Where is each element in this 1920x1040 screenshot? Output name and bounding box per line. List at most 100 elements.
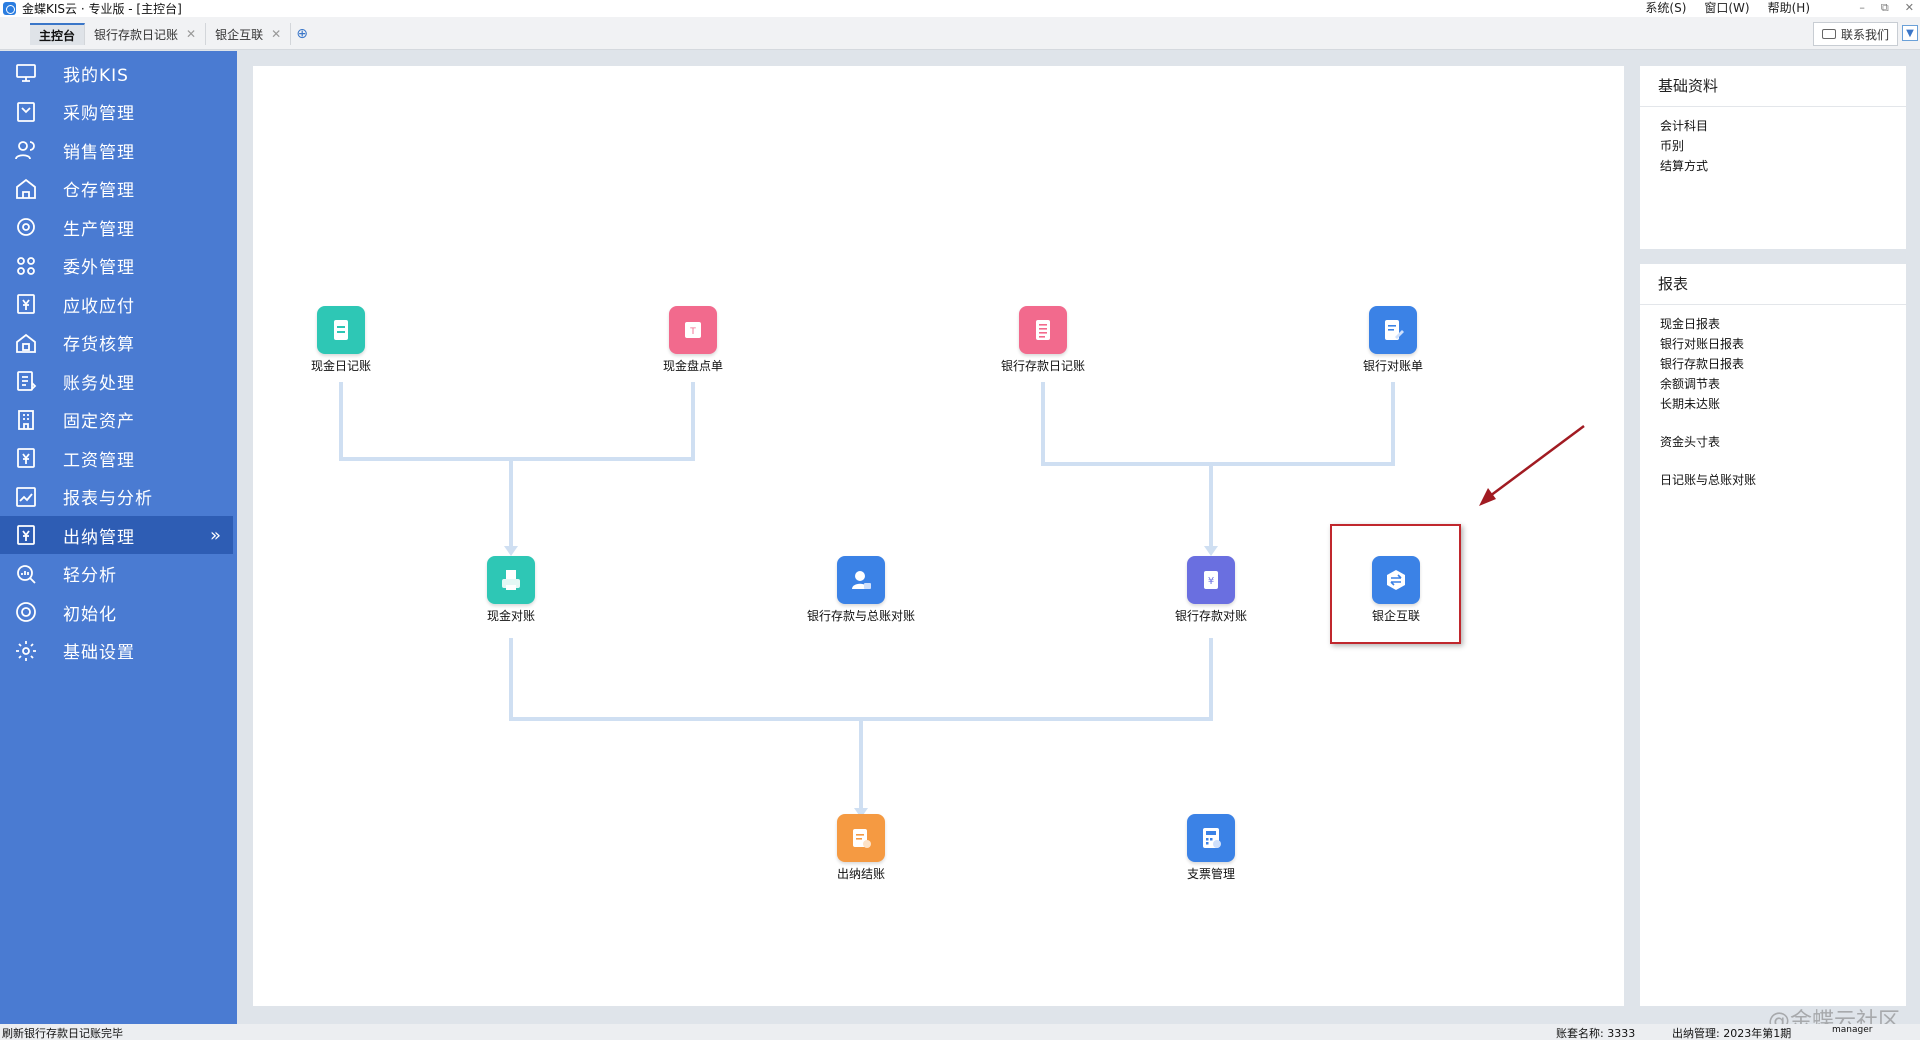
sidebar-item-4[interactable]: 生产管理: [0, 208, 237, 246]
close-tab-icon[interactable]: ✕: [186, 27, 197, 41]
link-balance-adjust[interactable]: 余额调节表: [1660, 377, 1721, 391]
section-title: 报表: [1640, 264, 1906, 305]
sidebar-item-label: 采购管理: [63, 104, 135, 124]
sidebar-item-13[interactable]: 轻分析: [0, 555, 237, 593]
production-icon: [13, 214, 39, 240]
sidebar-item-0[interactable]: 我的KIS: [0, 54, 237, 92]
node-cash-journal[interactable]: 现金日记账: [266, 306, 416, 374]
warehouse-icon: [13, 176, 39, 202]
link-currency[interactable]: 币别: [1660, 139, 1685, 153]
sidebar-item-8[interactable]: 账务处理: [0, 362, 237, 400]
node-label: 银行存款与总账对账: [806, 609, 915, 623]
tab-console[interactable]: 主控台: [30, 23, 86, 45]
tab-bank-journal[interactable]: 银行存款日记账 ✕: [85, 23, 207, 45]
link-accounts[interactable]: 会计科目: [1660, 119, 1709, 133]
sidebar-item-label: 应收应付: [63, 296, 135, 317]
node-cashier-close[interactable]: 出纳结账: [786, 814, 936, 882]
sidebar-item-label: 存货核算: [63, 335, 135, 355]
node-bank-journal[interactable]: 银行存款日记账: [968, 306, 1118, 374]
sidebar-item-6[interactable]: 应收应付: [0, 285, 237, 323]
link-fund-position[interactable]: 资金头寸表: [1660, 435, 1721, 449]
minimize-button[interactable]: –: [1859, 1, 1865, 14]
ledger-icon: [13, 368, 39, 394]
link-journal-gl-reconcile[interactable]: 日记账与总账对账: [1660, 473, 1757, 487]
notebook-icon: [1019, 306, 1067, 354]
node-bank-statement[interactable]: 银行对账单: [1318, 306, 1468, 374]
sidebar-item-label: 工资管理: [63, 450, 135, 471]
chat-icon: [1821, 29, 1836, 39]
link-bank-deposit-daily[interactable]: 银行存款日报表: [1660, 357, 1745, 371]
purchase-icon: [13, 99, 39, 125]
link-cash-daily[interactable]: 现金日报表: [1660, 317, 1721, 331]
edit-document-icon: [1369, 306, 1417, 354]
cashier-icon: [13, 522, 39, 548]
tab-label: 银行存款日记账: [94, 27, 179, 42]
basic-data-section: 基础资料 会计科目 币别 结算方式: [1640, 66, 1906, 249]
node-bank-enterprise[interactable]: 银企互联: [1321, 556, 1471, 624]
menu-system[interactable]: 系统(S): [1645, 1, 1687, 15]
node-cash-count[interactable]: T 现金盘点单: [618, 306, 768, 374]
inventory-icon: [13, 330, 39, 356]
tab-bank-enterprise[interactable]: 银企互联 ✕: [206, 23, 292, 45]
menu-help[interactable]: 帮助(H): [1767, 1, 1810, 15]
sidebar-item-12[interactable]: 出纳管理»: [0, 516, 233, 554]
tab-label: 主控台: [39, 28, 76, 43]
link-bank-reconcile-daily[interactable]: 银行对账日报表: [1660, 337, 1745, 351]
add-tab-icon[interactable]: ⊕: [296, 26, 309, 42]
sidebar-item-label: 生产管理: [63, 219, 135, 240]
settings-icon: [13, 638, 39, 664]
node-label: 支票管理: [1186, 867, 1235, 881]
sidebar-item-label: 固定资产: [63, 412, 135, 432]
sidebar-item-7[interactable]: 存货核算: [0, 324, 237, 362]
app-logo-icon: [3, 2, 16, 15]
sidebar-item-label: 委外管理: [63, 258, 135, 278]
sidebar-item-label: 报表与分析: [63, 489, 153, 509]
restore-button[interactable]: ⧉: [1880, 1, 1889, 14]
node-check-management[interactable]: 支票管理: [1136, 814, 1286, 882]
sidebar-item-3[interactable]: 仓存管理: [0, 170, 237, 208]
node-label: 银行存款对账: [1174, 609, 1247, 623]
window-controls: – ⧉ ✕: [1859, 0, 1914, 15]
close-button[interactable]: ✕: [1904, 1, 1914, 14]
sidebar-item-14[interactable]: 初始化: [0, 593, 237, 631]
node-label: 现金盘点单: [662, 359, 723, 373]
highlight-box: [1330, 524, 1461, 644]
document-icon: [317, 306, 365, 354]
cashier-flow-canvas: 现金日记账 T 现金盘点单 银行存款日记账 银行对账单 现金对账 银行存款与总账…: [253, 66, 1624, 1006]
sidebar-item-10[interactable]: 工资管理: [0, 439, 237, 477]
menu-window[interactable]: 窗口(W): [1704, 1, 1750, 15]
period-label: 出纳管理: 2023年第1期: [1672, 1027, 1792, 1040]
sidebar-item-5[interactable]: 委外管理: [0, 247, 237, 285]
flow-connectors: [339, 382, 1395, 818]
sidebar-item-label: 初始化: [63, 604, 117, 625]
title-bar: 金蝶KIS云 · 专业版 - [主控台] 系统(S) 窗口(W) 帮助(H) –…: [0, 0, 1920, 17]
sidebar-item-11[interactable]: 报表与分析: [0, 478, 237, 516]
monitor-icon: [13, 60, 39, 86]
chevron-down-icon[interactable]: ▼: [1902, 25, 1918, 41]
link-settlement[interactable]: 结算方式: [1660, 159, 1709, 173]
sidebar-item-2[interactable]: 销售管理: [0, 131, 237, 169]
svg-text:T: T: [689, 327, 696, 337]
chart-icon: [13, 484, 39, 510]
menu-bar: 系统(S) 窗口(W) 帮助(H): [1645, 0, 1810, 17]
close-tab-icon[interactable]: ✕: [271, 27, 282, 41]
node-label: 银行存款日记账: [1000, 359, 1085, 373]
contact-us-label: 联系我们: [1840, 27, 1889, 42]
sidebar-item-label: 仓存管理: [63, 181, 135, 201]
sidebar-item-15[interactable]: 基础设置: [0, 632, 237, 670]
node-bank-gl-reconcile[interactable]: 银行存款与总账对账: [786, 556, 936, 624]
contact-us-button[interactable]: 联系我们: [1812, 22, 1898, 46]
sidebar-item-9[interactable]: 固定资产: [0, 401, 237, 439]
node-bank-reconcile[interactable]: ¥ 银行存款对账: [1136, 556, 1286, 624]
sidebar-item-1[interactable]: 采购管理: [0, 93, 237, 131]
section-title: 基础资料: [1640, 66, 1906, 107]
receivable-icon: [13, 291, 39, 317]
sidebar: 我的KIS 采购管理销售管理仓存管理生产管理委外管理应收应付存货核算账务处理固定资…: [0, 51, 237, 1024]
init-icon: [13, 599, 39, 625]
node-label: 银企互联: [1371, 609, 1420, 623]
node-cash-reconcile[interactable]: 现金对账: [436, 556, 586, 624]
link-long-outstanding[interactable]: 长期未达账: [1660, 397, 1721, 411]
reports-section: 报表 现金日报表 银行对账日报表 银行存款日报表 余额调节表 长期未达账 资金头…: [1640, 264, 1906, 1006]
sidebar-item-label: 我的KIS: [63, 65, 129, 86]
sidebar-item-label: 轻分析: [63, 566, 117, 586]
